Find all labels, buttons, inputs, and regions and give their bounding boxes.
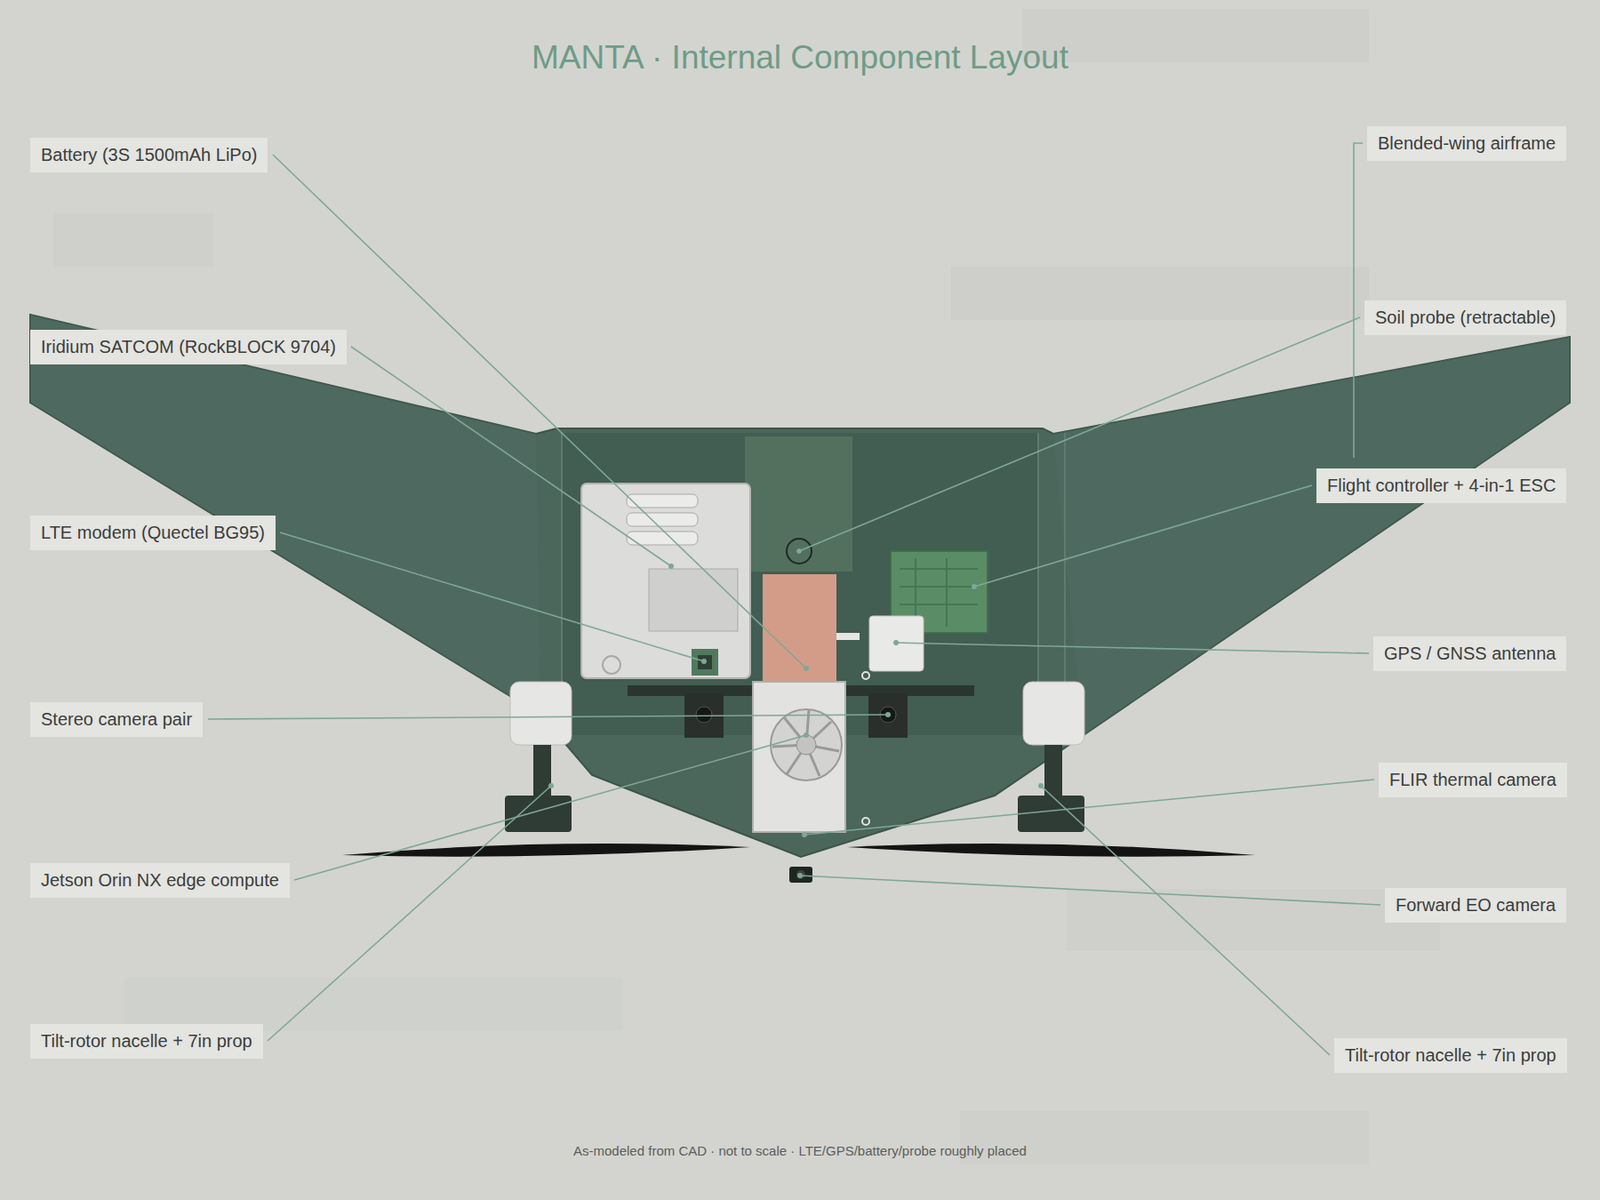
bg-patch bbox=[951, 266, 1369, 320]
leader-line bbox=[1353, 143, 1363, 458]
leader-dot bbox=[971, 584, 977, 590]
components bbox=[581, 483, 988, 832]
callout-label: Battery (3S 1500mAh LiPo) bbox=[40, 144, 257, 167]
callout-label: Soil probe (retractable) bbox=[1375, 306, 1556, 329]
callout-label: Stereo camera pair bbox=[40, 708, 192, 731]
leader-line bbox=[799, 317, 1360, 552]
propeller bbox=[342, 843, 751, 857]
callout-box: Blended-wing airframe bbox=[1367, 126, 1567, 161]
leader-line bbox=[896, 642, 1369, 654]
callout-box: Stereo camera pair bbox=[30, 702, 203, 737]
callout-box: FLIR thermal camera bbox=[1378, 762, 1568, 798]
propulsion bbox=[342, 681, 1256, 883]
propeller bbox=[847, 843, 1256, 857]
leader-line bbox=[351, 346, 672, 567]
callout-label: Tilt-rotor nacelle + 7in prop bbox=[40, 1030, 253, 1053]
callout-box: Tilt-rotor nacelle + 7in prop bbox=[30, 1024, 264, 1059]
leader-dot bbox=[548, 783, 554, 789]
callout-box: Tilt-rotor nacelle + 7in prop bbox=[1334, 1038, 1568, 1073]
fan-blades bbox=[772, 710, 840, 776]
nacelle bbox=[510, 681, 572, 745]
leader-dot bbox=[893, 640, 899, 646]
callout-label: GPS / GNSS antenna bbox=[1384, 642, 1556, 665]
callout-box: Battery (3S 1500mAh LiPo) bbox=[30, 137, 268, 173]
leader-dot bbox=[803, 665, 809, 672]
callout-box: Soil probe (retractable) bbox=[1364, 300, 1567, 336]
callout-label: Tilt-rotor nacelle + 7in prop bbox=[1344, 1044, 1557, 1067]
wing-outline bbox=[30, 314, 1570, 857]
battery-lead bbox=[836, 632, 860, 640]
callout-box: Flight controller + 4-in-1 ESC bbox=[1316, 468, 1567, 504]
leader-dots bbox=[548, 548, 1044, 879]
callout-label: Jetson Orin NX edge compute bbox=[40, 869, 280, 892]
callout-label: Forward EO camera bbox=[1395, 894, 1556, 917]
nacelle-arm bbox=[1044, 744, 1063, 796]
leader-dot bbox=[797, 872, 803, 879]
center-tube bbox=[744, 436, 853, 572]
leader-dot bbox=[668, 563, 674, 569]
cooling-fan bbox=[770, 709, 842, 781]
stereo-camera bbox=[868, 693, 908, 738]
bg-patch bbox=[1022, 8, 1369, 63]
callout-box: Jetson Orin NX edge compute bbox=[30, 863, 290, 898]
leader-line bbox=[1040, 785, 1330, 1056]
camera-lens bbox=[796, 870, 806, 880]
callout-label: Blended-wing airframe bbox=[1377, 132, 1556, 155]
callout-box: Forward EO camera bbox=[1384, 888, 1567, 923]
callout-box: Iridium SATCOM (RockBLOCK 9704) bbox=[30, 329, 347, 365]
leader-line bbox=[272, 154, 807, 669]
satcom-module bbox=[648, 568, 738, 632]
leader-line bbox=[208, 714, 888, 720]
lte-modem bbox=[691, 648, 719, 676]
soil-probe-tip bbox=[796, 548, 802, 554]
leader-dot bbox=[701, 658, 707, 664]
leader-line bbox=[800, 875, 1381, 905]
leader-line bbox=[804, 779, 1375, 835]
bg-patch bbox=[124, 977, 623, 1032]
leader-dot bbox=[796, 548, 802, 554]
leader-lines bbox=[208, 143, 1381, 1056]
leader-line bbox=[974, 485, 1312, 587]
fan-hub bbox=[796, 735, 816, 755]
airframe bbox=[30, 314, 1570, 857]
callout-label: LTE modem (Quectel BG95) bbox=[40, 521, 265, 544]
standoff bbox=[862, 672, 870, 680]
standoff bbox=[862, 817, 870, 825]
leader-dot bbox=[801, 832, 808, 838]
callout-box: GPS / GNSS antenna bbox=[1373, 636, 1567, 672]
diagram-caption: As-modeled from CAD · not to scale · LTE… bbox=[0, 1142, 1600, 1160]
battery-pack bbox=[762, 574, 837, 682]
leader-line bbox=[267, 785, 552, 1041]
forward-camera bbox=[789, 866, 813, 883]
jetson-module bbox=[752, 681, 846, 832]
callout-label: Flight controller + 4-in-1 ESC bbox=[1327, 474, 1556, 497]
camera-lens bbox=[696, 706, 712, 723]
nacelle bbox=[1023, 681, 1085, 745]
bg-patch bbox=[53, 213, 214, 267]
callout-label: Iridium SATCOM (RockBLOCK 9704) bbox=[40, 336, 336, 359]
leader-dot bbox=[885, 712, 891, 718]
mount-hole bbox=[602, 656, 621, 674]
soil-probe bbox=[786, 538, 812, 564]
lte-chip bbox=[697, 655, 712, 670]
leader-line bbox=[280, 532, 704, 662]
leader-dot bbox=[1038, 783, 1044, 789]
leader-line bbox=[294, 735, 807, 880]
callout-label: FLIR thermal camera bbox=[1389, 768, 1557, 792]
cell bbox=[626, 512, 698, 527]
wing-shade bbox=[30, 314, 541, 715]
leader-dot bbox=[803, 732, 809, 738]
callout-box: LTE modem (Quectel BG95) bbox=[30, 515, 276, 551]
motor bbox=[504, 795, 572, 832]
wing-shade bbox=[1053, 336, 1570, 736]
diagram-title: MANTA · Internal Component Layout bbox=[0, 37, 1600, 79]
bay-wall bbox=[1064, 432, 1066, 712]
